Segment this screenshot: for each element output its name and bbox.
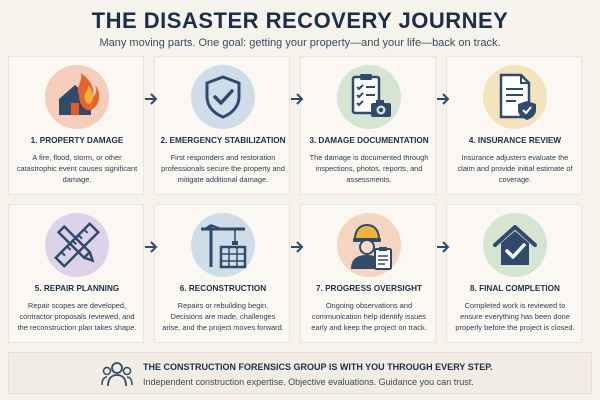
arrow-right-icon [437,93,450,105]
step-title: 7. PROGRESS OVERSIGHT [315,284,422,293]
step-title: 3. DAMAGE DOCUMENTATION [309,136,429,145]
step-card-5: 5. REPAIR PLANNING Repair scopes are dev… [8,204,144,343]
step-title: 5. REPAIR PLANNING [34,284,120,293]
step-description: Repairs or rebuilding begin. Decisions a… [162,301,284,332]
step-title: 1. PROPERTY DAMAGE [30,136,124,145]
step-icon-circle [337,213,401,277]
step-title: 4. INSURANCE REVIEW [468,136,562,145]
document-shield-icon [483,65,547,129]
burning-house-icon [45,65,109,129]
step-icon-circle [483,213,547,277]
footer-banner: THE CONSTRUCTION FORENSICS GROUP IS WITH… [8,352,592,394]
footer-headline: THE CONSTRUCTION FORENSICS GROUP IS WITH… [143,362,493,372]
step-card-1: 1. PROPERTY DAMAGE A fire, flood, storm,… [8,56,144,195]
arrow-right-icon [291,93,304,105]
step-icon-circle [483,65,547,129]
group-icon [101,362,133,387]
step-description: The damage is documented through inspect… [309,153,429,184]
step-description: Completed work is reviewed to ensure eve… [455,301,575,332]
step-card-7: 7. PROGRESS OVERSIGHT Ongoing observatio… [300,204,436,343]
page-title: THE DISASTER RECOVERY JOURNEY [91,8,509,33]
house-check-icon [483,213,547,277]
step-card-3: 3. DAMAGE DOCUMENTATION The damage is do… [300,56,436,195]
step-card-6: 6. RECONSTRUCTION Repairs or rebuilding … [154,204,290,343]
page-subtitle: Many moving parts. One goal: getting you… [99,37,501,49]
step-icon-circle [191,213,255,277]
step-title: 8. FINAL COMPLETION [470,284,560,293]
step-icon-circle [45,65,109,129]
clipboard-camera-icon [337,65,401,129]
footer-tagline: Independent construction expertise. Obje… [143,377,474,387]
shield-check-icon [191,65,255,129]
step-title: 6. RECONSTRUCTION [179,284,267,293]
step-icon-circle [191,65,255,129]
arrow-right-icon [145,93,158,105]
step-card-4: 4. INSURANCE REVIEW Insurance adjusters … [446,56,582,195]
step-description: A fire, flood, storm, or other catastrop… [16,153,138,184]
arrow-right-icon [291,241,304,253]
step-description: Repair scopes are developed, contractor … [17,301,137,332]
step-icon-circle [337,65,401,129]
inspector-icon [337,213,401,277]
arrow-right-icon [437,241,450,253]
arrow-right-icon [145,241,158,253]
step-description: First responders and restoration profess… [161,153,285,184]
step-icon-circle [45,213,109,277]
step-card-8: 8. FINAL COMPLETION Completed work is re… [446,204,582,343]
crane-icon [191,213,255,277]
step-description: Ongoing observations and communication h… [311,301,427,332]
step-description: Insurance adjusters evaluate the claim a… [457,153,573,184]
step-card-2: 2. EMERGENCY STABILIZATION First respond… [154,56,290,195]
ruler-pencil-icon [45,213,109,277]
step-title: 2. EMERGENCY STABILIZATION [160,136,286,145]
journey-grid: 1. PROPERTY DAMAGE A fire, flood, storm,… [8,56,592,346]
